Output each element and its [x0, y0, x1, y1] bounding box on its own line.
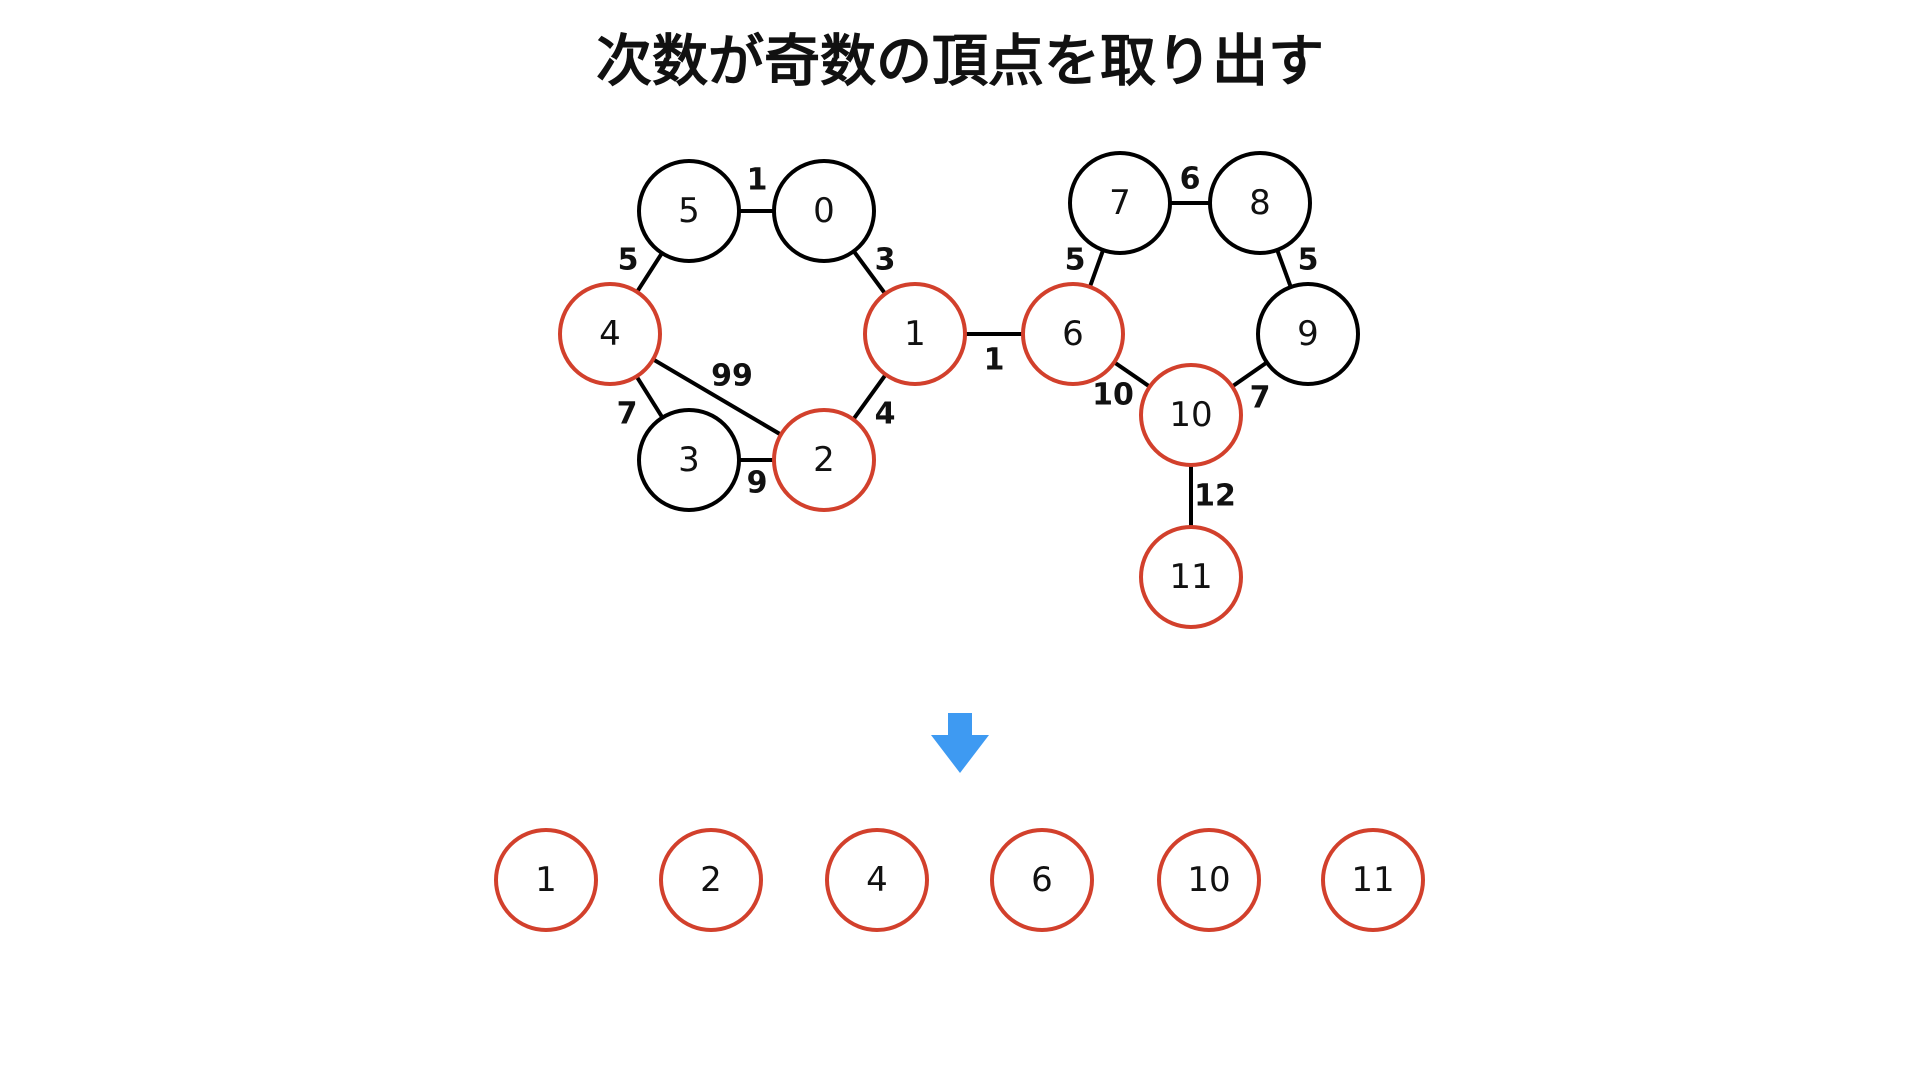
edge-weight-6-10: 10 — [1092, 378, 1134, 413]
edge-weight-6-7: 5 — [1065, 243, 1086, 278]
page-title: 次数が奇数の頂点を取り出す — [596, 30, 1324, 95]
node-2: 2 — [772, 408, 876, 512]
node-circle — [1208, 151, 1312, 255]
node-6: 6 — [1021, 282, 1125, 386]
edge-weight-5-0: 1 — [747, 163, 768, 198]
node-0: 0 — [772, 159, 876, 263]
node-circle — [558, 282, 662, 386]
edge-weight-10-11: 12 — [1194, 479, 1236, 514]
edge-weight-4-2: 99 — [711, 359, 753, 394]
node-circle — [637, 408, 741, 512]
edge-weight-1-2: 4 — [875, 397, 896, 432]
result-node: 1 — [494, 828, 598, 932]
result-node-label: 1 — [535, 860, 557, 900]
node-label: 4 — [599, 314, 621, 354]
node-circle — [772, 408, 876, 512]
edge-weights: 1 3 5 7 99 9 4 1 5 6 5 10 7 12 — [617, 162, 1319, 514]
result-node-label: 11 — [1351, 860, 1394, 900]
node-label: 10 — [1169, 395, 1212, 435]
graph-nodes: 0 1 2 3 4 5 6 7 — [558, 151, 1360, 629]
node-circle — [637, 159, 741, 263]
result-node-circle — [825, 828, 929, 932]
node-label: 8 — [1249, 183, 1271, 223]
edge-weight-8-9: 5 — [1298, 243, 1319, 278]
node-label: 2 — [813, 440, 835, 480]
result-node: 6 — [990, 828, 1094, 932]
node-8: 8 — [1208, 151, 1312, 255]
result-node: 11 — [1321, 828, 1425, 932]
node-circle — [863, 282, 967, 386]
node-10: 10 — [1139, 363, 1243, 467]
result-node-circle — [1157, 828, 1261, 932]
node-label: 1 — [904, 314, 926, 354]
node-label: 0 — [813, 191, 835, 231]
arrow-head — [931, 735, 989, 773]
node-circle — [1256, 282, 1360, 386]
arrow-stem — [948, 713, 972, 737]
result-node: 2 — [659, 828, 763, 932]
node-9: 9 — [1256, 282, 1360, 386]
edge-weight-4-3: 7 — [617, 397, 638, 432]
node-label: 9 — [1297, 314, 1319, 354]
result-node-label: 10 — [1187, 860, 1230, 900]
node-5: 5 — [637, 159, 741, 263]
result-node-label: 6 — [1031, 860, 1053, 900]
result-node-label: 4 — [866, 860, 888, 900]
result-node-label: 2 — [700, 860, 722, 900]
node-label: 7 — [1109, 183, 1131, 223]
result-node-circle — [659, 828, 763, 932]
result-node-circle — [494, 828, 598, 932]
edge-weight-3-2: 9 — [747, 466, 768, 501]
node-1: 1 — [863, 282, 967, 386]
node-label: 11 — [1169, 557, 1212, 597]
node-label: 5 — [678, 191, 700, 231]
arrow-down-icon — [931, 713, 989, 773]
node-4: 4 — [558, 282, 662, 386]
node-11: 11 — [1139, 525, 1243, 629]
edge-weight-9-10: 7 — [1250, 381, 1271, 416]
edge-weight-5-4: 5 — [618, 243, 639, 278]
node-circle — [1139, 363, 1243, 467]
node-circle — [1021, 282, 1125, 386]
node-circle — [1139, 525, 1243, 629]
edge-weight-7-8: 6 — [1180, 162, 1201, 197]
node-7: 7 — [1068, 151, 1172, 255]
edge-weight-0-1: 3 — [875, 243, 896, 278]
node-label: 6 — [1062, 314, 1084, 354]
node-label: 3 — [678, 440, 700, 480]
result-nodes: 1 2 4 6 10 11 — [494, 828, 1425, 932]
node-circle — [772, 159, 876, 263]
result-node: 4 — [825, 828, 929, 932]
edge-weight-1-6: 1 — [984, 343, 1005, 378]
result-node-circle — [990, 828, 1094, 932]
result-node: 10 — [1157, 828, 1261, 932]
node-3: 3 — [637, 408, 741, 512]
node-circle — [1068, 151, 1172, 255]
result-node-circle — [1321, 828, 1425, 932]
